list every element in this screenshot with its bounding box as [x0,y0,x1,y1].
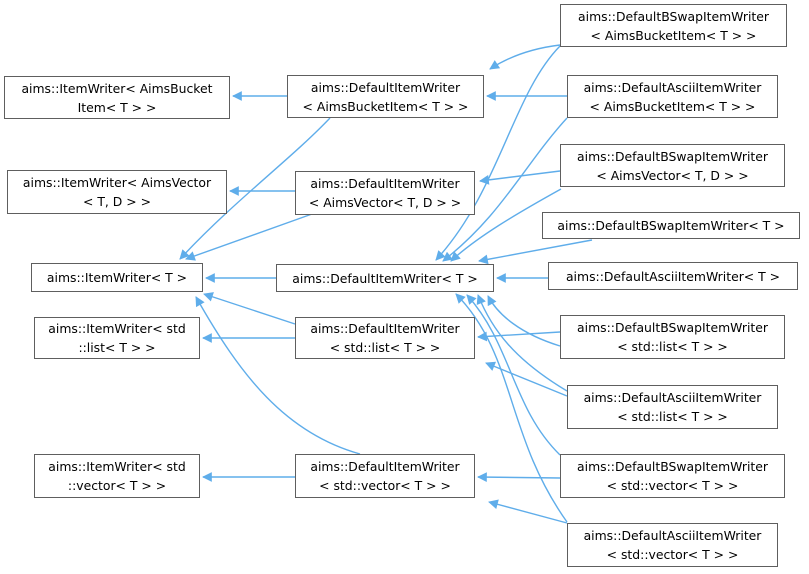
inheritance-arrow-r7-to-m4 [485,361,568,397]
class-node-r1[interactable]: aims::DefaultBSwapItemWriter< AimsBucket… [560,4,787,47]
class-node-l2[interactable]: aims::ItemWriter< AimsVector< T, D > > [7,170,227,214]
inheritance-arrow-r8-to-m5 [477,472,561,483]
inheritance-arrow-r1-to-m3 [435,45,561,261]
class-node-r5[interactable]: aims::DefaultAsciiItemWriter< T > [548,262,798,290]
class-node-m4[interactable]: aims::DefaultItemWriter< std::list< T > … [295,317,475,359]
class-node-label: aims::DefaultAsciiItemWriter [583,390,762,405]
class-node-label: ::vector< T > > [67,478,167,493]
class-node-label: < AimsVector< T, D > > [308,195,462,210]
inheritance-arrow-r6-to-m3 [487,295,561,347]
class-node-m2[interactable]: aims::DefaultItemWriter< AimsVector< T, … [295,171,475,215]
class-node-label: aims::DefaultItemWriter [310,321,460,336]
class-node-label: < AimsBucketItem< T > > [589,98,756,114]
class-node-m1[interactable]: aims::DefaultItemWriter< AimsBucketItem<… [287,75,484,118]
inheritance-arrow-m1-to-l3 [179,117,331,260]
class-node-label: < std::vector< T > > [319,478,451,493]
class-node-r6[interactable]: aims::DefaultBSwapItemWriter< std::list<… [560,315,785,359]
class-node-label: < AimsBucketItem< T > > [302,98,469,114]
inheritance-arrow-r3-to-m2 [479,170,561,185]
class-node-r4[interactable]: aims::DefaultBSwapItemWriter< T > [542,212,800,239]
class-node-label: < std::list< T > > [329,340,441,355]
inheritance-arrow-r9-to-m3 [455,293,568,523]
class-node-label: < AimsVector< T, D > > [596,167,749,183]
class-node-r8[interactable]: aims::DefaultBSwapItemWriter< std::vecto… [560,454,785,498]
inheritance-arrow-r3-to-m3 [450,188,562,262]
class-node-l4[interactable]: aims::ItemWriter< std::list< T > > [34,317,200,359]
class-node-label: aims::DefaultBSwapItemWriter [578,8,769,24]
inheritance-arrow-m2-to-l3 [185,213,313,261]
class-node-label: < T, D > > [83,194,151,209]
class-node-m3[interactable]: aims::DefaultItemWriter< T > [276,264,494,292]
class-node-label: < std::list< T > > [617,409,728,424]
inheritance-arrow-r6-to-m4 [477,331,561,342]
inheritance-arrow-m4-to-l3 [203,292,296,325]
inheritance-arrow-r4-to-m3 [478,239,593,265]
class-node-label: aims::DefaultItemWriter< T > [292,270,478,286]
inheritance-arrow-m5-to-l3 [195,296,361,455]
class-node-l5[interactable]: aims::ItemWriter< std::vector< T > > [34,454,200,498]
class-node-label: aims::ItemWriter< std [48,459,186,474]
class-node-label: aims::ItemWriter< AimsVector [22,175,212,190]
inheritance-arrow-r1-to-m1 [489,44,561,70]
class-node-label: < AimsBucketItem< T > > [590,27,757,43]
class-node-label: < std::vector< T > > [606,547,739,562]
class-node-label: aims::DefaultBSwapItemWriter [577,459,768,474]
class-node-label: aims::DefaultItemWriter [310,459,460,474]
inheritance-arrow-r8-to-m3 [466,294,561,456]
class-node-label: ::list< T > > [78,340,156,355]
class-node-label: aims::DefaultAsciiItemWriter [583,79,762,95]
class-node-m5[interactable]: aims::DefaultItemWriter< std::vector< T … [295,454,475,498]
class-node-label: aims::DefaultBSwapItemWriter< T > [557,218,785,233]
class-node-label: Item< T > > [77,99,157,115]
class-node-label: aims::DefaultBSwapItemWriter [577,320,768,335]
class-node-r9[interactable]: aims::DefaultAsciiItemWriter< std::vecto… [567,523,778,567]
class-node-label: aims::DefaultItemWriter [310,79,461,95]
class-node-label: aims::DefaultAsciiItemWriter< T > [565,268,781,284]
class-node-r7[interactable]: aims::DefaultAsciiItemWriter< std::list<… [567,385,778,429]
class-node-label: aims::ItemWriter< AimsBucket [21,80,213,96]
class-node-label: < std::list< T > > [617,339,728,354]
class-node-label: aims::DefaultAsciiItemWriter [583,528,762,543]
class-node-l3[interactable]: aims::ItemWriter< T > [31,263,203,292]
class-node-label: aims::ItemWriter< T > [46,270,188,285]
class-node-r3[interactable]: aims::DefaultBSwapItemWriter< AimsVector… [560,144,785,187]
class-node-label: < std::vector< T > > [606,478,739,493]
class-node-label: aims::DefaultItemWriter [310,176,460,191]
class-node-r2[interactable]: aims::DefaultAsciiItemWriter< AimsBucket… [567,75,778,118]
inheritance-arrow-r7-to-m3 [476,294,568,392]
class-node-label: aims::DefaultBSwapItemWriter [577,148,768,164]
class-node-label: aims::ItemWriter< std [48,321,186,336]
inheritance-arrow-r9-to-m5 [488,499,568,524]
inheritance-arrow-r2-to-m3 [442,117,568,262]
